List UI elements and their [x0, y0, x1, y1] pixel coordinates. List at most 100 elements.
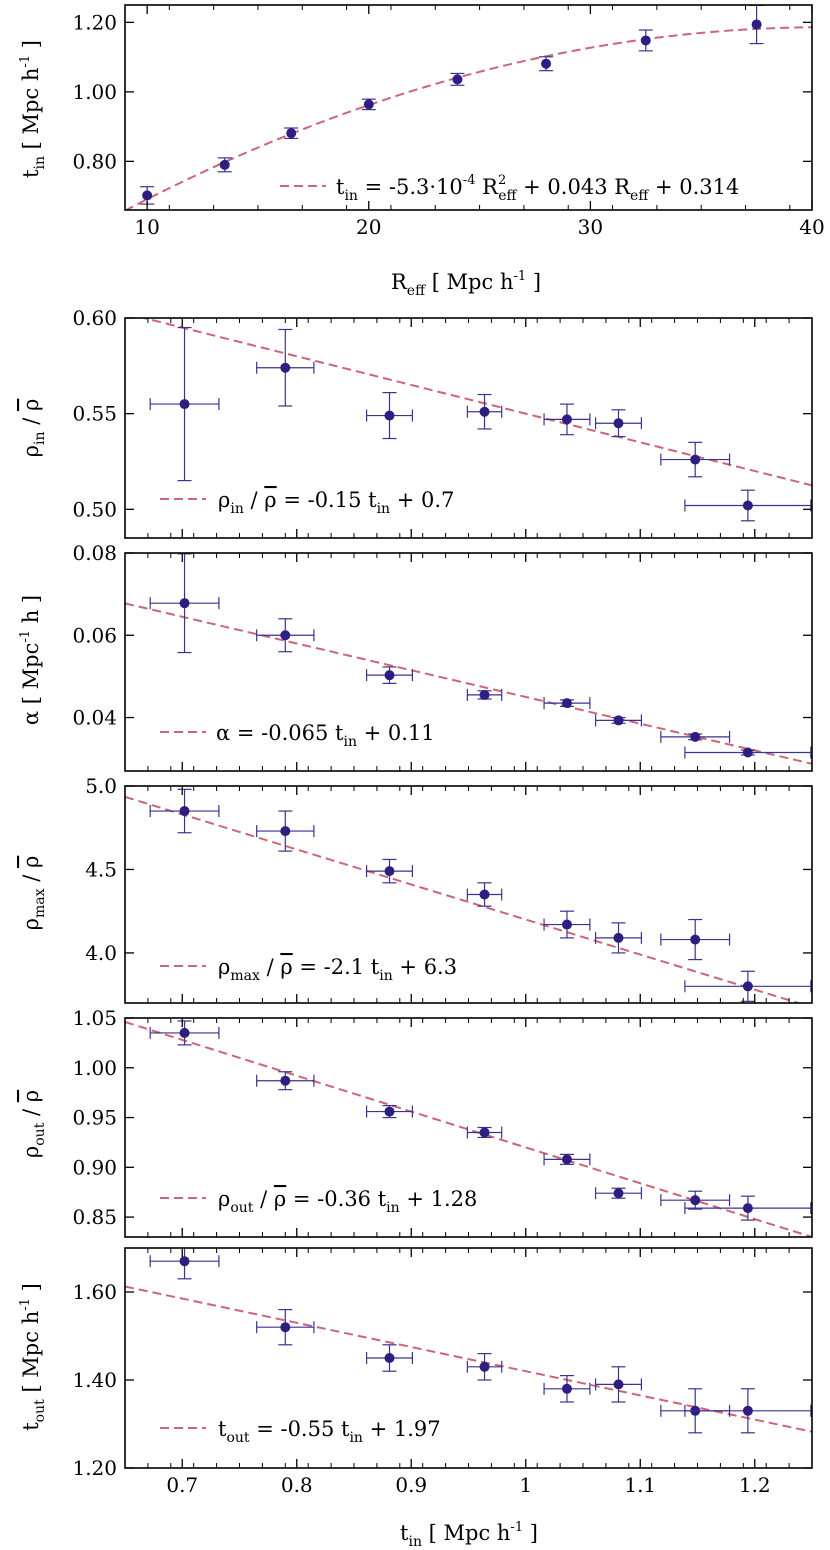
marker	[742, 1203, 753, 1214]
x-tick-label: 0.8	[281, 1473, 313, 1497]
marker	[613, 1379, 624, 1390]
data-point-rho-max-2	[256, 810, 315, 852]
marker	[479, 689, 490, 700]
marker	[613, 932, 624, 943]
legend-text-alpha-fit: α = -0.065 tin + 0.11	[216, 721, 435, 750]
marker	[561, 1383, 572, 1394]
marker	[452, 74, 463, 85]
x-tick-label: 1	[519, 1473, 532, 1497]
marker	[479, 889, 490, 900]
data-point-rho-in-3	[365, 392, 413, 440]
data-point-tout-5	[543, 1374, 591, 1403]
data-point-tin-3	[284, 127, 299, 140]
y-tick-label: 0.50	[72, 497, 117, 521]
x-tick-label: 1.2	[739, 1473, 771, 1497]
x-axis-label-reff: Reff [ Mpc h-1 ]	[391, 269, 541, 299]
data-point-rho-out-6	[594, 1187, 642, 1200]
marker	[561, 414, 572, 425]
data-point-rho-in-8	[684, 489, 812, 522]
y-tick-label: 1.20	[72, 10, 117, 34]
data-point-rho-max-3	[365, 858, 413, 884]
x-tick-label: 10	[134, 215, 159, 239]
data-point-rho-in-2	[256, 328, 315, 407]
data-point-tin-4	[361, 98, 376, 111]
marker	[690, 1195, 701, 1206]
data-point-alpha-5	[543, 697, 591, 710]
marker	[479, 406, 490, 417]
marker	[479, 1361, 490, 1372]
data-point-rho-max-4	[466, 882, 503, 907]
marker	[280, 362, 291, 373]
marker	[561, 1154, 572, 1165]
marker	[613, 1188, 624, 1199]
y-tick-label: 0.06	[72, 623, 117, 647]
y-tick-label: 4.0	[85, 941, 117, 965]
y-tick-label: 0.60	[72, 306, 117, 330]
data-point-alpha-8	[684, 746, 812, 759]
data-point-tin-8	[749, 5, 764, 45]
data-point-rho-out-2	[256, 1071, 315, 1091]
marker	[742, 981, 753, 992]
x-tick-label: 40	[799, 215, 824, 239]
data-point-rho-in-6	[594, 409, 642, 438]
y-tick-label: 1.00	[72, 1056, 117, 1080]
marker	[690, 454, 701, 465]
panel-rho-max: 4.04.55.0 ρmax / ρ ρmax / ρ = -2.1 tin +…	[19, 774, 813, 1004]
axes-frame-tin	[124, 4, 813, 211]
data-point-rho-max-7	[660, 918, 731, 961]
marker	[613, 418, 624, 429]
marker	[742, 747, 753, 758]
data-point-rho-max-6	[594, 922, 642, 954]
marker	[179, 598, 190, 609]
data-point-rho-in-1	[149, 326, 220, 482]
y-tick-label: 0.95	[72, 1106, 117, 1130]
data-point-rho-out-8	[684, 1195, 812, 1221]
marker	[384, 670, 395, 681]
data-point-alpha-4	[466, 688, 503, 701]
y-axis-label-rho-in: ρin / ρ	[19, 399, 48, 458]
data-point-tin-5	[450, 72, 465, 86]
marker	[561, 698, 572, 709]
y-tick-label: 0.55	[72, 402, 117, 426]
y-tick-label: 4.5	[85, 857, 117, 881]
legend-text-tout-fit: tout = -0.55 tin + 1.97	[218, 1417, 441, 1446]
y-tick-label: 0.08	[72, 541, 117, 565]
y-tick-label: 5.0	[85, 774, 117, 798]
data-point-alpha-3	[365, 666, 413, 684]
y-axis-label-rho-out: ρout / ρ	[19, 1090, 48, 1158]
marker	[384, 866, 395, 877]
y-tick-label: 0.85	[72, 1205, 117, 1229]
fit-line-rho-out	[125, 1021, 812, 1237]
marker	[179, 399, 190, 410]
x-tick-label: 20	[356, 215, 381, 239]
marker	[690, 934, 701, 945]
marker	[561, 919, 572, 930]
data-point-rho-max-8	[684, 970, 812, 1002]
fit-line-tin	[125, 26, 812, 210]
data-point-tout-2	[256, 1308, 315, 1346]
data-point-rho-in-4	[466, 393, 503, 430]
marker	[690, 731, 701, 742]
data-point-tout-4	[466, 1352, 503, 1381]
data-point-alpha-1	[149, 553, 220, 654]
marker	[751, 19, 762, 30]
marker	[384, 1353, 395, 1363]
y-tick-label: 1.00	[72, 80, 117, 104]
x-tick-label: 30	[578, 215, 603, 239]
marker	[219, 159, 230, 170]
data-point-tout-6	[594, 1366, 642, 1403]
data-point-rho-max-5	[543, 910, 591, 939]
marker	[640, 35, 651, 46]
marker	[742, 500, 753, 511]
y-axis-label-rho-max: ρmax / ρ	[19, 856, 48, 931]
y-tick-label: 0.04	[72, 706, 117, 730]
marker	[179, 806, 190, 817]
data-point-rho-out-1	[149, 1020, 220, 1046]
marker	[286, 128, 297, 139]
y-axis-label-tout: tout [ Mpc h-1 ]	[18, 1283, 48, 1431]
data-point-tin-2	[217, 157, 232, 173]
y-axis-label-alpha: α [ Mpc-1 h ]	[18, 595, 43, 725]
